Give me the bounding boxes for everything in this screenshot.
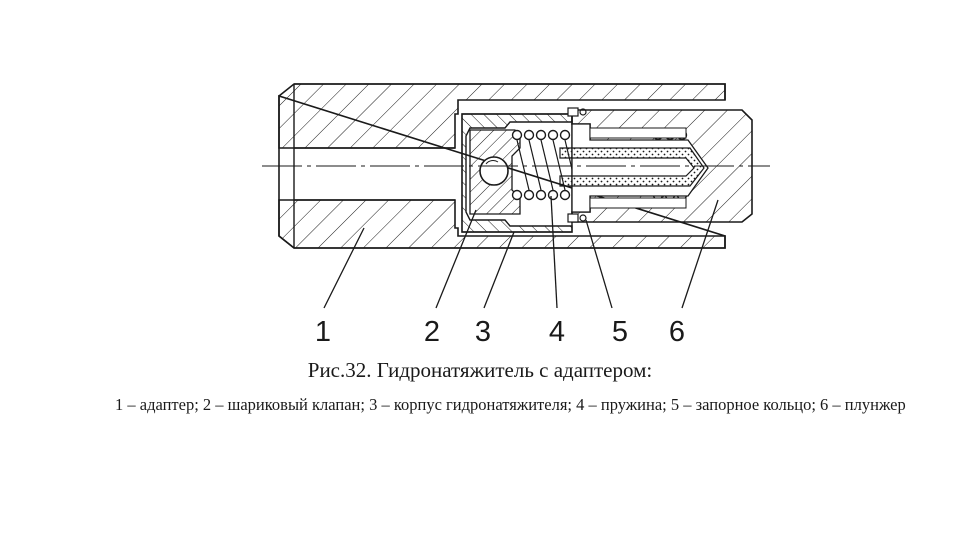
figure-legend: 1 – адаптер; 2 – шариковый клапан; 3 – к… [115, 395, 906, 414]
ball-valve [469, 129, 521, 215]
leader-lines [323, 195, 719, 309]
callout-number-2: 2 [424, 316, 440, 348]
callout-number-1: 1 [315, 316, 331, 348]
callout-number-6: 6 [669, 316, 685, 348]
figure-caption: Рис.32. Гидронатяжитель с адаптером: [307, 358, 653, 382]
adapter-body [278, 83, 726, 249]
callout-number-4: 4 [549, 316, 565, 348]
locking-ring [567, 107, 587, 223]
callout-number-3: 3 [475, 316, 491, 348]
callout-number-5: 5 [612, 316, 628, 348]
